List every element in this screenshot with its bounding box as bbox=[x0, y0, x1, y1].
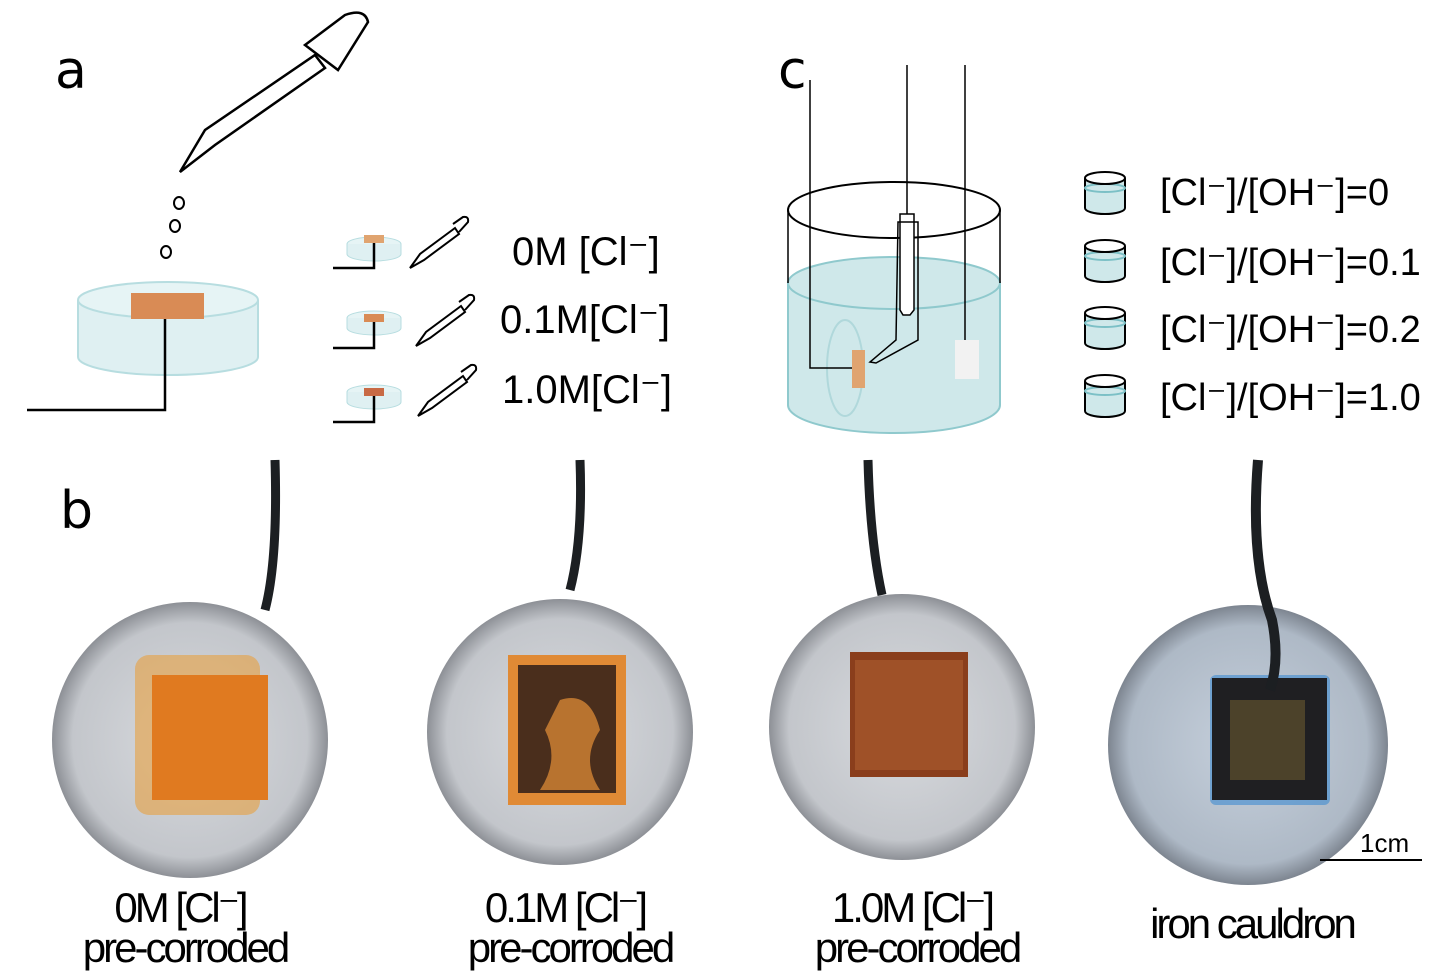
electrochemical-cell-icon bbox=[787, 65, 1001, 434]
sample-photo-0.1m bbox=[427, 459, 693, 865]
ratio-label: [Cl⁻]/[OH⁻]=0.2 bbox=[1160, 309, 1421, 351]
panel-a-row-2: 1.0M[Cl⁻] bbox=[333, 363, 672, 424]
caption-line1: 0.1M [Cl⁻] bbox=[485, 884, 646, 931]
caption-line1: 0M [Cl⁻] bbox=[114, 884, 246, 931]
concentration-label: 0.1M[Cl⁻] bbox=[500, 298, 670, 342]
concentration-label: 1.0M[Cl⁻] bbox=[502, 368, 672, 412]
panel-label-c: c bbox=[778, 41, 807, 101]
drops-icon bbox=[160, 196, 185, 259]
sample-photo-iron-cauldron bbox=[1108, 459, 1388, 885]
caption-line1: 1.0M [Cl⁻] bbox=[832, 884, 993, 931]
solution-beaker-icon bbox=[1084, 306, 1126, 350]
dropper-icon bbox=[178, 11, 370, 173]
panel-label-b: b bbox=[60, 481, 93, 541]
ratio-label: [Cl⁻]/[OH⁻]=0 bbox=[1160, 172, 1389, 214]
scale-bar: 1cm bbox=[1320, 828, 1422, 861]
concentration-label: 0M [Cl⁻] bbox=[512, 230, 660, 274]
panel-b-captions: 0M [Cl⁻] pre-corroded 0.1M [Cl⁻] pre-cor… bbox=[83, 884, 1358, 971]
caption-line1: iron cauldron bbox=[1150, 900, 1354, 947]
ratio-label: [Cl⁻]/[OH⁻]=1.0 bbox=[1160, 377, 1421, 419]
caption-line2: pre-corroded bbox=[83, 924, 288, 971]
solution-beaker-icon bbox=[1084, 374, 1126, 418]
caption-line2: pre-corroded bbox=[468, 924, 673, 971]
scale-bar-label: 1cm bbox=[1360, 828, 1409, 858]
panel-a-row-1: 0.1M[Cl⁻] bbox=[333, 293, 670, 350]
panel-c-legend: [Cl⁻]/[OH⁻]=0 [Cl⁻]/[OH⁻]=0.1 [Cl⁻]/[OH⁻… bbox=[1084, 171, 1421, 419]
petri-dish-icon bbox=[27, 281, 259, 412]
panel-label-a: a bbox=[55, 41, 87, 101]
caption-line2: pre-corroded bbox=[815, 924, 1020, 971]
ratio-label: [Cl⁻]/[OH⁻]=0.1 bbox=[1160, 242, 1421, 284]
solution-beaker-icon bbox=[1084, 171, 1126, 215]
sample-photo-0m bbox=[52, 459, 328, 878]
solution-beaker-icon bbox=[1084, 239, 1126, 283]
panel-a-row-0: 0M [Cl⁻] bbox=[333, 215, 660, 274]
sample-photo-1.0m bbox=[769, 459, 1035, 860]
